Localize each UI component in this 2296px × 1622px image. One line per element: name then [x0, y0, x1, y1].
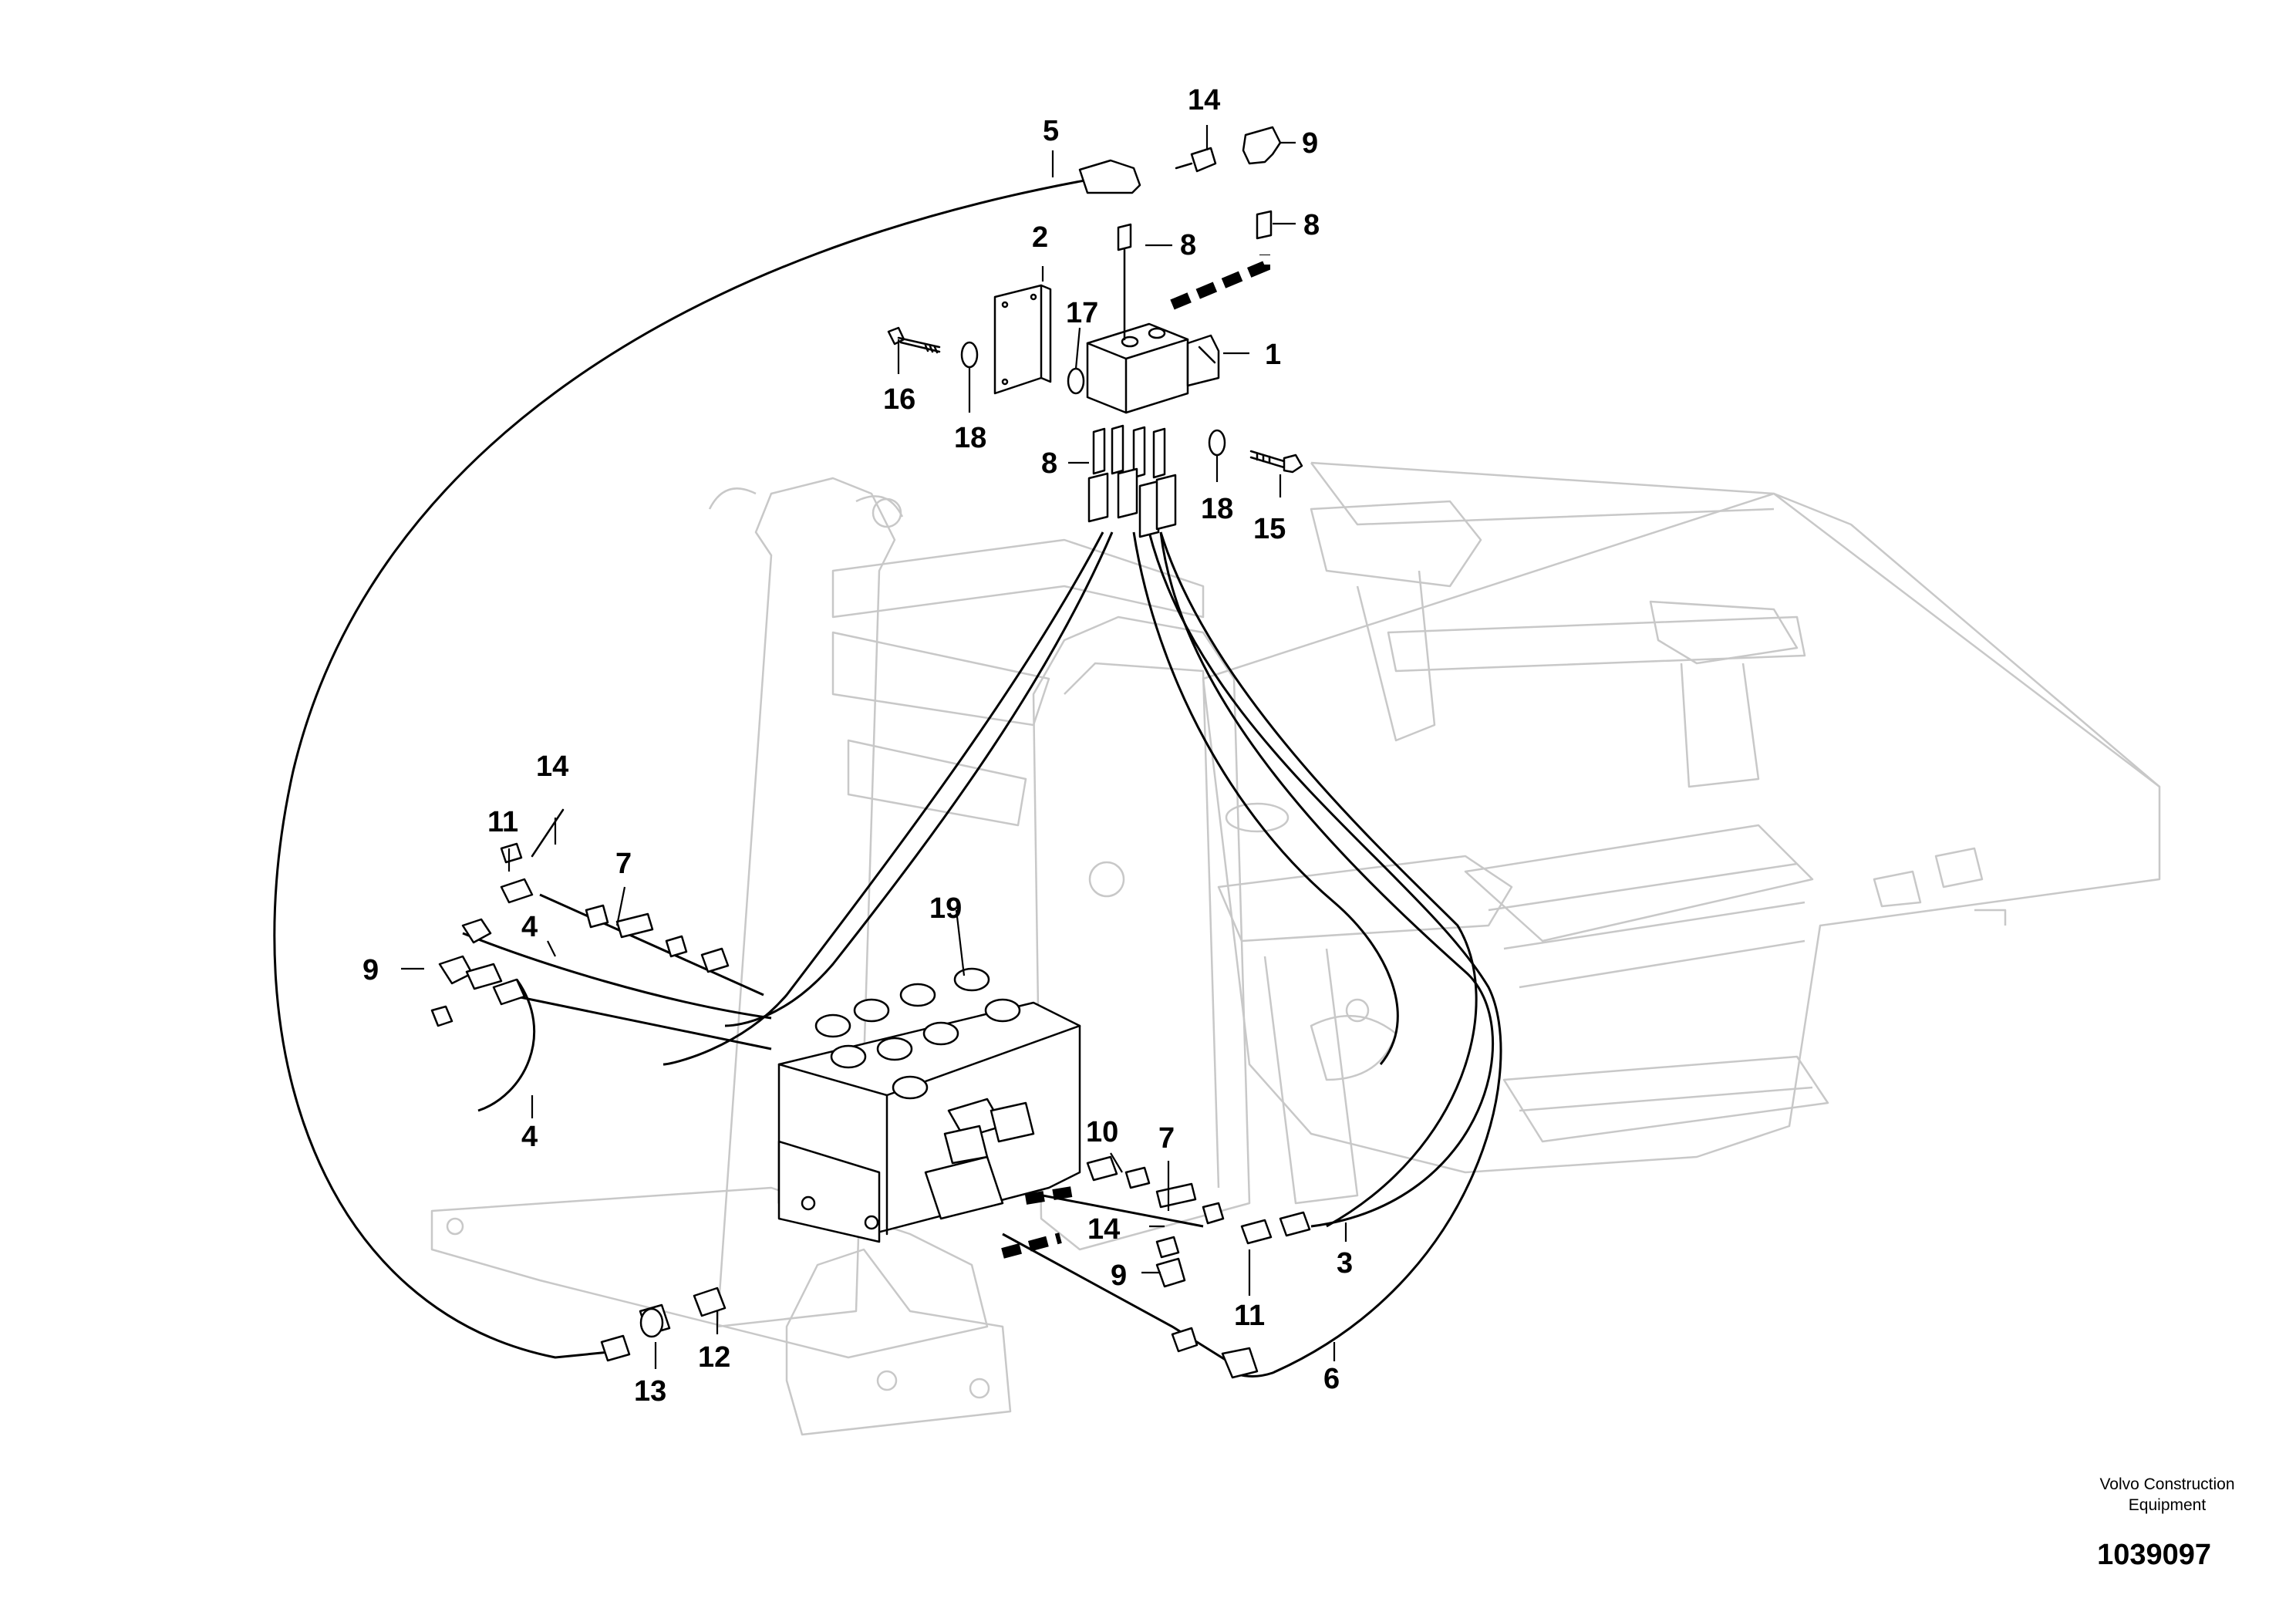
washer-part-18 [960, 341, 979, 369]
callout-15: 15 [1253, 513, 1286, 545]
callout-17: 17 [1066, 297, 1098, 329]
bottom-fittings [600, 1286, 1259, 1379]
callout-7-left: 7 [615, 848, 632, 880]
bolt-part-16 [887, 326, 941, 354]
callout-9-left: 9 [362, 954, 379, 986]
control-valve-part-19 [777, 967, 1081, 1243]
mounting-plate-part-2 [993, 284, 1052, 395]
fitting-part-8 [1256, 210, 1273, 240]
callout-14-top: 14 [1188, 84, 1220, 116]
callout-labels: 1 2 3 4 4 5 6 7 7 8 8 8 9 9 9 10 11 11 1… [362, 84, 1353, 1408]
callout-8-upper-left: 8 [1180, 229, 1196, 261]
washer-part-17 [1067, 367, 1085, 395]
dashed-break-line [1170, 255, 1270, 310]
callout-14-left: 14 [536, 750, 568, 783]
bolt-part-15 [1249, 450, 1303, 474]
hose-fitting-part-5 [1078, 159, 1141, 194]
callout-18-left: 18 [954, 422, 986, 454]
callout-12: 12 [698, 1341, 730, 1374]
callout-8-lower: 8 [1041, 447, 1057, 480]
callout-9-top: 9 [1302, 127, 1318, 160]
fitting-part-8 [1117, 223, 1132, 341]
callout-4-upper: 4 [521, 911, 538, 943]
fittings-below-block [1087, 424, 1177, 538]
publisher-credit: Volvo Construction Equipment [2067, 1474, 2267, 1516]
cap-part-14 [1190, 147, 1217, 173]
elbow-part-9 [1242, 126, 1282, 165]
publisher-line-1: Volvo Construction [2099, 1475, 2235, 1493]
callout-13: 13 [634, 1375, 666, 1408]
left-fittings-cluster [430, 808, 730, 1027]
publisher-line-2: Equipment [2128, 1496, 2207, 1514]
callout-5: 5 [1043, 115, 1059, 147]
callout-6: 6 [1323, 1363, 1340, 1395]
dashed-break-line [1001, 1233, 1062, 1259]
leader-lines [401, 125, 1347, 1369]
callout-19: 19 [929, 892, 962, 925]
callout-14-right: 14 [1087, 1213, 1120, 1246]
valve-block-part-1 [1086, 322, 1220, 414]
right-fittings-cluster [1086, 1155, 1311, 1288]
callout-11-left: 11 [487, 806, 518, 838]
callout-11-right: 11 [1234, 1300, 1265, 1332]
washer-part-18 [1208, 429, 1226, 457]
document-number: 1039097 [2097, 1539, 2211, 1571]
callout-18-right: 18 [1201, 493, 1233, 525]
machine-frame-outline [430, 461, 2161, 1436]
dashed-break-line [1024, 1186, 1074, 1205]
callout-7-right: 7 [1158, 1122, 1175, 1155]
callout-1: 1 [1265, 339, 1281, 371]
callout-9-right: 9 [1111, 1259, 1127, 1292]
callout-2: 2 [1032, 221, 1048, 254]
callout-3: 3 [1337, 1247, 1353, 1280]
callout-8-upper-right: 8 [1303, 209, 1320, 241]
callout-10: 10 [1086, 1116, 1118, 1148]
callout-16: 16 [883, 383, 915, 416]
callout-4-left: 4 [521, 1121, 538, 1153]
